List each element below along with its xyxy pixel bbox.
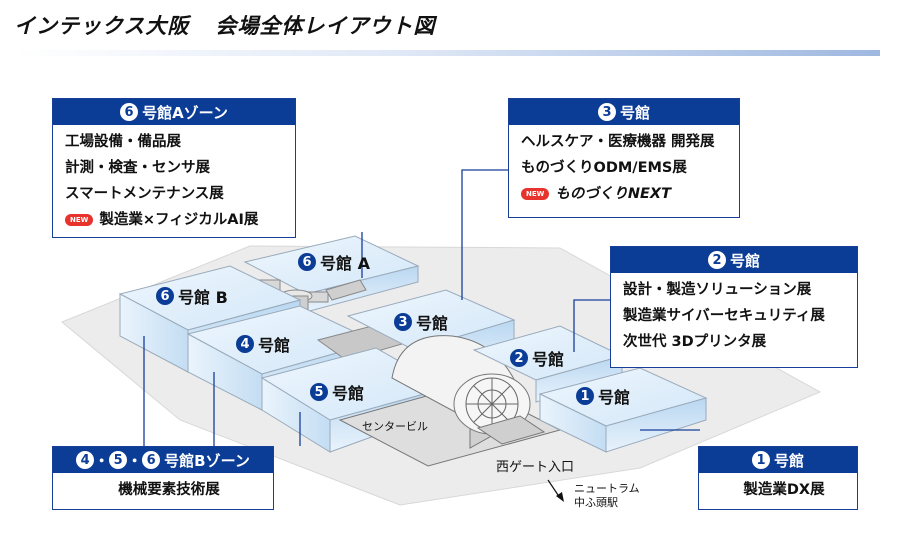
exhibit-item: 製造業DX展 xyxy=(743,482,825,498)
building-hall1 xyxy=(538,367,708,453)
connector-lines xyxy=(143,169,700,446)
exhibit-item: 計測・検査・センサ展 xyxy=(65,160,210,176)
new-badge: NEW xyxy=(521,188,550,200)
venue-name: インテックス大阪 xyxy=(14,14,190,38)
title-underline xyxy=(14,50,880,56)
exhibit-item: 工場設備・備品展 xyxy=(65,134,181,150)
west-gate-label: 西ゲート入口 xyxy=(496,460,575,475)
exhibit-item: 設計・製造ソリューション展 xyxy=(623,282,812,298)
exhibit-item: 次世代 3Dプリンタ展 xyxy=(623,334,767,350)
page-title: インテックス大阪 会場全体レイアウト図 xyxy=(14,10,435,40)
newtram-station-label: 中ふ頭駅 xyxy=(574,496,618,509)
center-building-label: センタービル xyxy=(362,420,428,433)
layout-subtitle: 会場全体レイアウト図 xyxy=(215,14,436,38)
exhibit-item: 機械要素技術展 xyxy=(118,482,220,498)
exhibit-item: スマートメンテナンス展 xyxy=(65,186,224,202)
new-badge: NEW xyxy=(65,214,94,226)
arrow-head xyxy=(556,492,564,502)
newtram-label: ニュートラム xyxy=(574,482,640,495)
exhibit-item: ヘルスケア・医療機器 開発展 xyxy=(521,134,715,150)
exhibit-item: 製造業サイバーセキュリティ展 xyxy=(623,308,825,324)
exhibit-item: ものづくりODM/EMS展 xyxy=(521,160,687,176)
